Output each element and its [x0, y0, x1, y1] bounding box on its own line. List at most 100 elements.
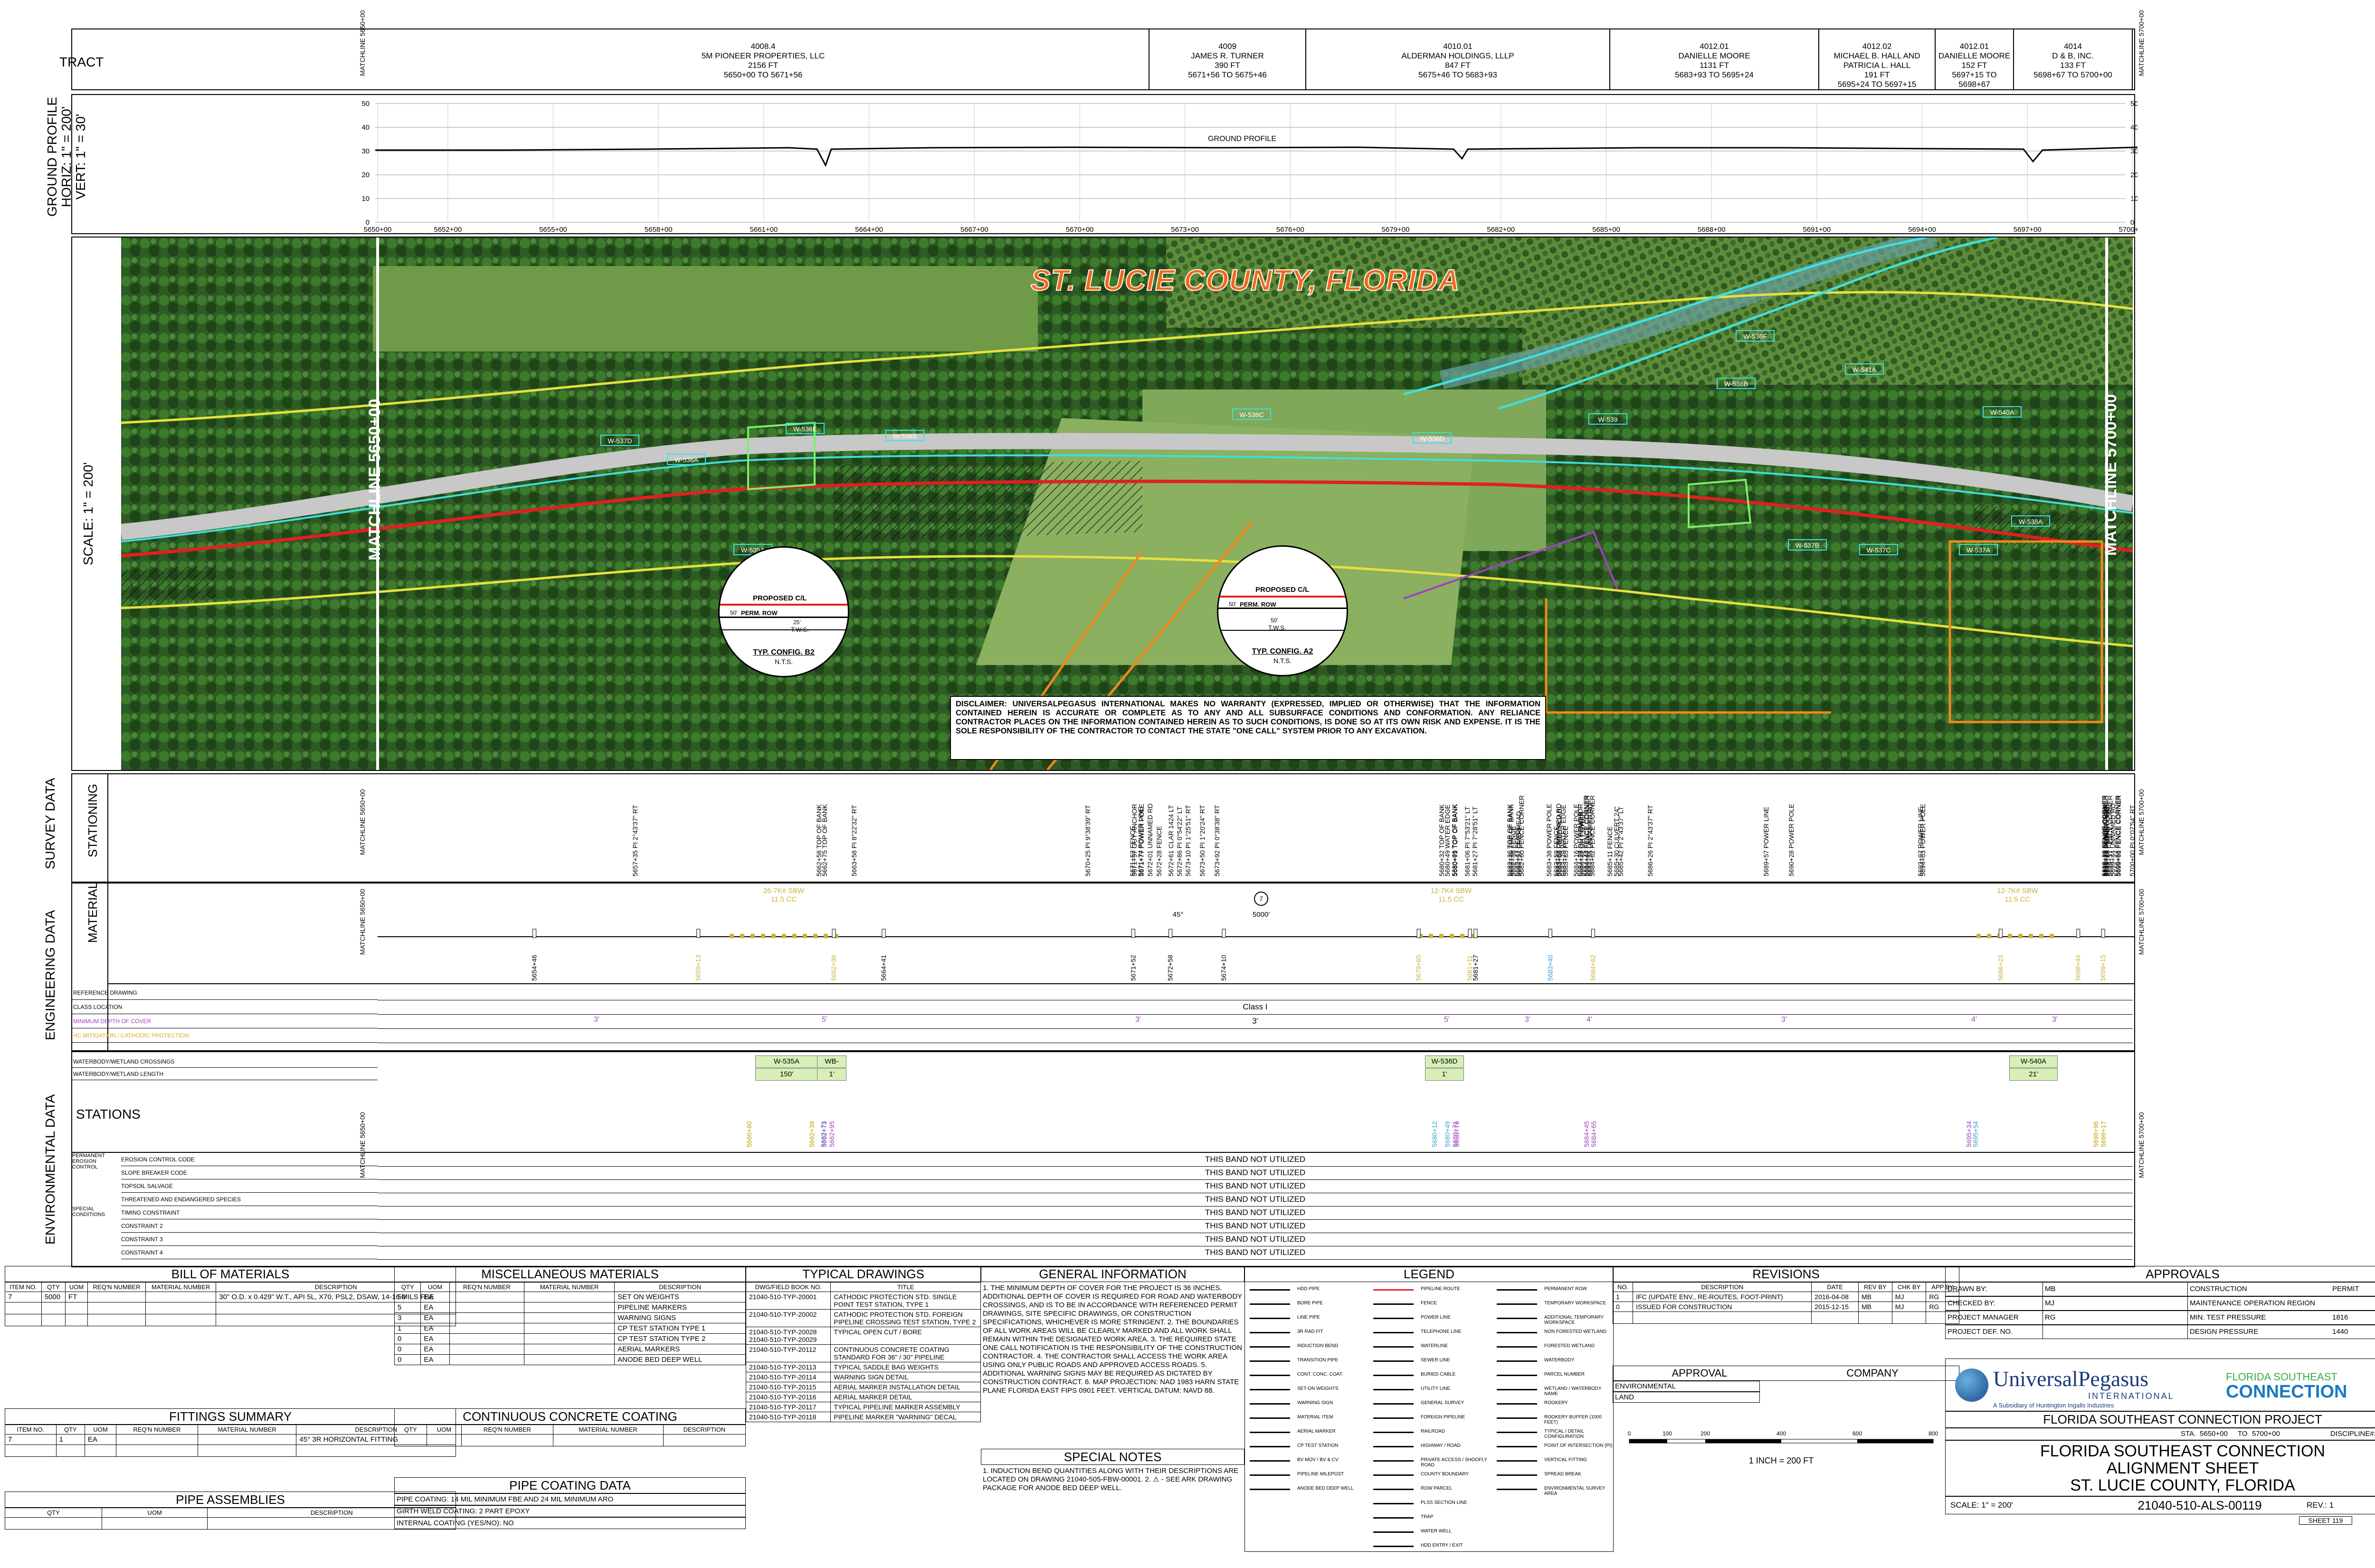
table-cell: [197, 1434, 297, 1445]
legend-item: VERTICAL FITTING: [1544, 1457, 1587, 1463]
table-header: DESCRIPTION: [614, 1282, 746, 1292]
wetland-polygon-2: [1688, 478, 1752, 529]
engineering-row-label: REFERENCE DRAWING: [71, 986, 378, 1000]
table-cell: 21040-510-TYP-20115: [745, 1382, 831, 1392]
table-cell: WARNING SIGN DETAIL: [830, 1372, 981, 1382]
wetland-polygon-1: [747, 421, 816, 491]
material-station-tick: [1473, 929, 1478, 938]
survey-entry: 5657+35 PI 2°43'37" RT: [631, 805, 639, 876]
set-on-weight-mark: [1429, 934, 1433, 938]
legend-symbol: [1250, 1318, 1290, 1323]
table-cell: EA: [420, 1344, 450, 1355]
legend-item: POWER LINE: [1421, 1315, 1451, 1320]
legend-item: HIGHWAY / ROAD: [1421, 1443, 1461, 1448]
cyan-canal-outline: [1403, 238, 1927, 396]
table-cell: 5000: [41, 1292, 66, 1302]
survey-entry: 5682+60 FENCE CORNER: [1518, 795, 1526, 876]
env-row-group: SPECIAL CONDITIONS: [72, 1206, 105, 1217]
table-cell: MB: [1858, 1302, 1892, 1312]
set-on-weight-mark: [2039, 934, 2043, 938]
material-station-tick: [2076, 929, 2080, 938]
env-row-value: THIS BAND NOT UTILIZED: [378, 1179, 2133, 1193]
env-station: 5662+95: [828, 1121, 836, 1147]
engineering-row-label: MINIMUM DEPTH OF COVER: [71, 1014, 378, 1028]
legend-item: FORESTED WETLAND: [1544, 1343, 1595, 1349]
profile-station-label: 5688+00: [1698, 226, 1726, 234]
material-station-tick: [1222, 929, 1226, 938]
temporary-workspace-hatch: [834, 461, 1142, 542]
legend-symbol: [1250, 1303, 1290, 1309]
weight-group-label: 12-7K# SBW: [1431, 887, 1472, 895]
approval-value: MB: [2043, 1283, 2188, 1296]
table-header: UOM: [85, 1425, 116, 1435]
material-station-tick: [1416, 929, 1421, 938]
env-row-value: THIS BAND NOT UTILIZED: [378, 1233, 2133, 1246]
wetland-tag-box: [885, 430, 924, 441]
material-station-label: 5681+11: [1466, 955, 1473, 981]
length-label: WATERBODY/WETLAND LENGTH: [71, 1068, 378, 1080]
engineering-row-value: [378, 1028, 2133, 1043]
engineering-row-value: Class I: [378, 1000, 2133, 1015]
survey-entry: 5670+25 PI 9°38'39" RT: [1084, 805, 1092, 876]
legend-symbol: [1250, 1332, 1290, 1337]
scale-tick: 0: [1628, 1430, 1631, 1437]
crossing-name: WB-756E: [817, 1055, 846, 1077]
legend-symbol: [1373, 1503, 1414, 1508]
set-on-weight-mark: [813, 934, 817, 938]
profile-y-tick-right: 30: [2130, 147, 2138, 155]
a2-tws: T.W.S.: [1268, 624, 1286, 631]
table-cell: IFC (UPDATE ENV., RE-ROUTES, FOOT-PRINT): [1633, 1292, 1812, 1302]
env-row-label: CONSTRAINT 3: [121, 1233, 378, 1246]
scale-tick: 200: [1700, 1430, 1710, 1437]
cover-value: 4': [1586, 1016, 1592, 1024]
b2-row: 50': [730, 609, 738, 616]
profile-station-label: 5664+00: [855, 226, 883, 234]
table-header: ITEM NO.: [5, 1282, 42, 1292]
table-cell: MB: [1858, 1292, 1892, 1302]
material-station-tick: [696, 929, 701, 938]
table-cell: [524, 1292, 615, 1302]
legend-symbol: [1373, 1375, 1414, 1380]
material-station-tick: [1548, 929, 1552, 938]
a2-tws-width: 50': [1271, 617, 1278, 624]
table-cell: [524, 1323, 615, 1334]
profile-station-label: 5679+00: [1382, 226, 1410, 234]
wetland-tag-box: [2011, 515, 2050, 527]
parcel-line-3: [1545, 599, 1831, 714]
legend-item: HDD ENTRY / EXIT: [1421, 1543, 1463, 1548]
legend-symbol: [1373, 1531, 1414, 1537]
tract-length: 133 FT: [2060, 61, 2086, 70]
wetland-tag-box: [1859, 544, 1898, 555]
tract-range: 5698+67 TO 5700+00: [2033, 70, 2112, 79]
table-cell: MJ: [1891, 1292, 1927, 1302]
table-cell: 0: [394, 1354, 421, 1365]
engineering-row-label: CLASS LOCATION: [71, 1000, 378, 1014]
sta-to: 5700+00: [2252, 1430, 2280, 1438]
legend-symbol: [1373, 1346, 1414, 1351]
set-on-weight-mark: [1450, 934, 1454, 938]
table-cell: RG: [1926, 1292, 1959, 1302]
crossing-length: 150': [755, 1068, 818, 1081]
legend-item: TRAP: [1421, 1514, 1434, 1520]
a2-perm: PERM. ROW: [1240, 601, 1276, 608]
wetland-tag: W-538A: [2019, 518, 2043, 525]
table-cell: 21040-510-TYP-20113: [745, 1362, 831, 1372]
legend-item: ADDITIONAL TEMPORARY WORKSPACE: [1544, 1315, 1604, 1325]
survey-band: [71, 773, 2135, 883]
approval-key: PROJECT MANAGER: [1946, 1311, 2043, 1324]
approvals-title: APPROVALS: [1945, 1266, 2375, 1282]
legend-symbol: [1373, 1360, 1414, 1366]
table-cell: 21040-510-TYP-20117: [745, 1402, 831, 1412]
table-cell: 5: [394, 1302, 421, 1313]
tract-length: 1131 FT: [1699, 61, 1729, 70]
tract-length: 2156 FT: [748, 61, 779, 70]
table-header: MATERIAL NUMBER: [145, 1282, 217, 1292]
legend-item: WATER WELL: [1421, 1529, 1452, 1534]
